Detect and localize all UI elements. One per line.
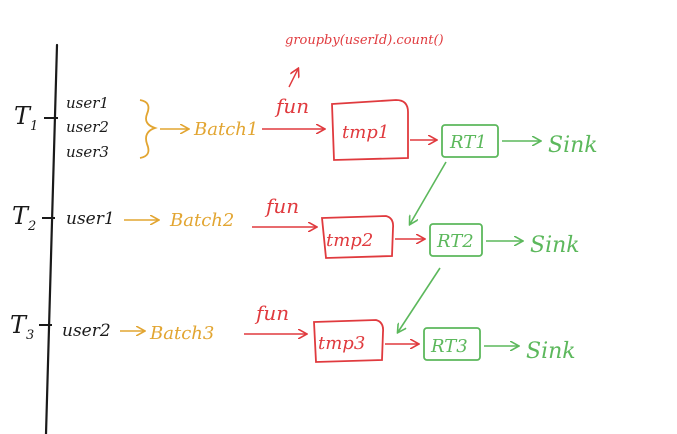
row1-fun-label: fun — [274, 94, 309, 118]
row1-tmp-box — [331, 99, 409, 161]
row3-rt-label: RT3 — [430, 336, 468, 357]
rt2-to-tmp3-arrow — [398, 267, 441, 332]
row2-tmp-box — [321, 215, 395, 259]
row3-user-1: user2 — [62, 321, 111, 341]
row1-user-2: user2 — [66, 118, 109, 136]
row1-rt-box — [441, 124, 499, 158]
row3-tmp-label: tmp3 — [318, 333, 365, 354]
row2-sink-label: Sink — [530, 233, 580, 258]
row1-rt-label: RT1 — [449, 132, 487, 153]
rt1-to-tmp2-arrow — [410, 161, 447, 224]
row2-tmp-label: tmp2 — [326, 230, 373, 251]
row3-sink-label: Sink — [526, 339, 576, 364]
row3-fun-label: fun — [254, 301, 289, 325]
row1-sink-label: Sink — [548, 133, 598, 158]
row2-user-1: user1 — [66, 209, 115, 229]
annotation-groupby: groupby(userId).count() — [285, 33, 444, 48]
timeline-axis — [44, 43, 59, 434]
time-label-t3: T3 — [10, 311, 34, 343]
time-label-t2: T2 — [12, 202, 36, 234]
row1-tmp-label: tmp1 — [342, 122, 389, 143]
row2-fun-label: fun — [264, 194, 299, 218]
row2-rt-label: RT2 — [436, 231, 474, 252]
row1-user-3: user3 — [66, 143, 109, 161]
row1-batch-label: Batch1 — [193, 119, 258, 140]
annotation-arrow — [288, 69, 298, 88]
time-label-t1: T1 — [14, 102, 38, 134]
row3-tmp-box — [313, 319, 385, 363]
row1-user-1: user1 — [66, 94, 109, 112]
row2-batch-label: Batch2 — [169, 210, 234, 231]
row3-batch-label: Batch3 — [149, 323, 214, 344]
row2-rt-box — [429, 223, 483, 257]
row1-brace — [139, 99, 158, 159]
row3-rt-box — [423, 327, 481, 361]
